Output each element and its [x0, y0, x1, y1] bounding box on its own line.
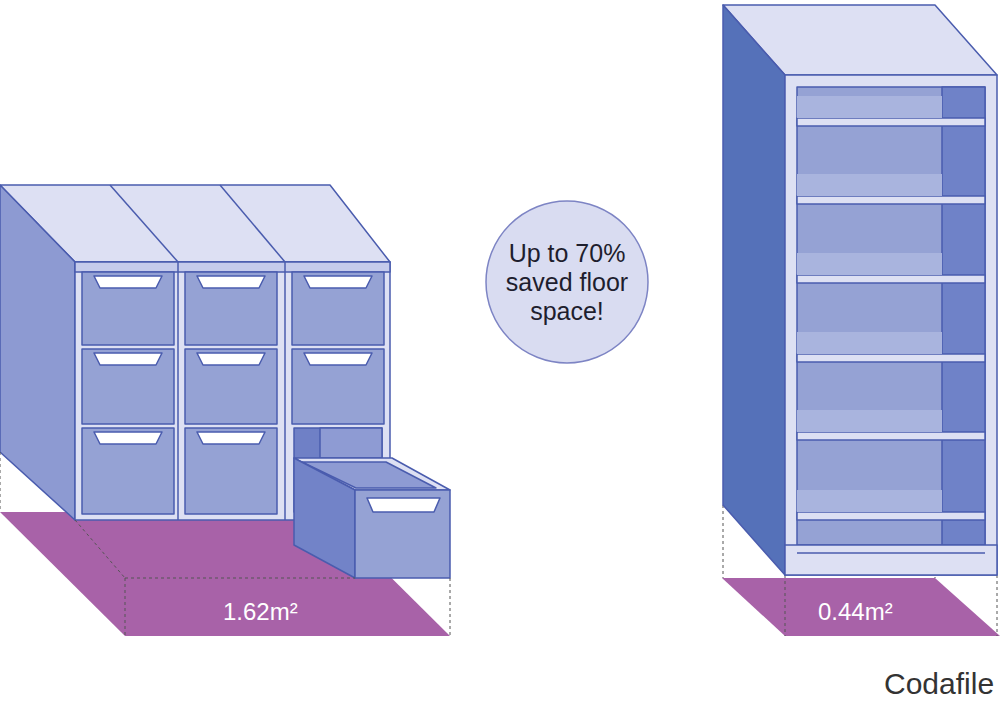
floor-fill	[722, 578, 1000, 636]
floor-area: 0.44m²	[722, 578, 1000, 636]
area-value: 0.44m²	[818, 598, 893, 626]
brand-name: Codafile	[884, 667, 994, 701]
area-value: 1.62m²	[223, 598, 298, 626]
callout-circle: Up to 70% saved floor space!	[485, 200, 649, 364]
circle-fill	[486, 201, 648, 363]
callout-text: Up to 70% saved floor space!	[497, 239, 637, 325]
